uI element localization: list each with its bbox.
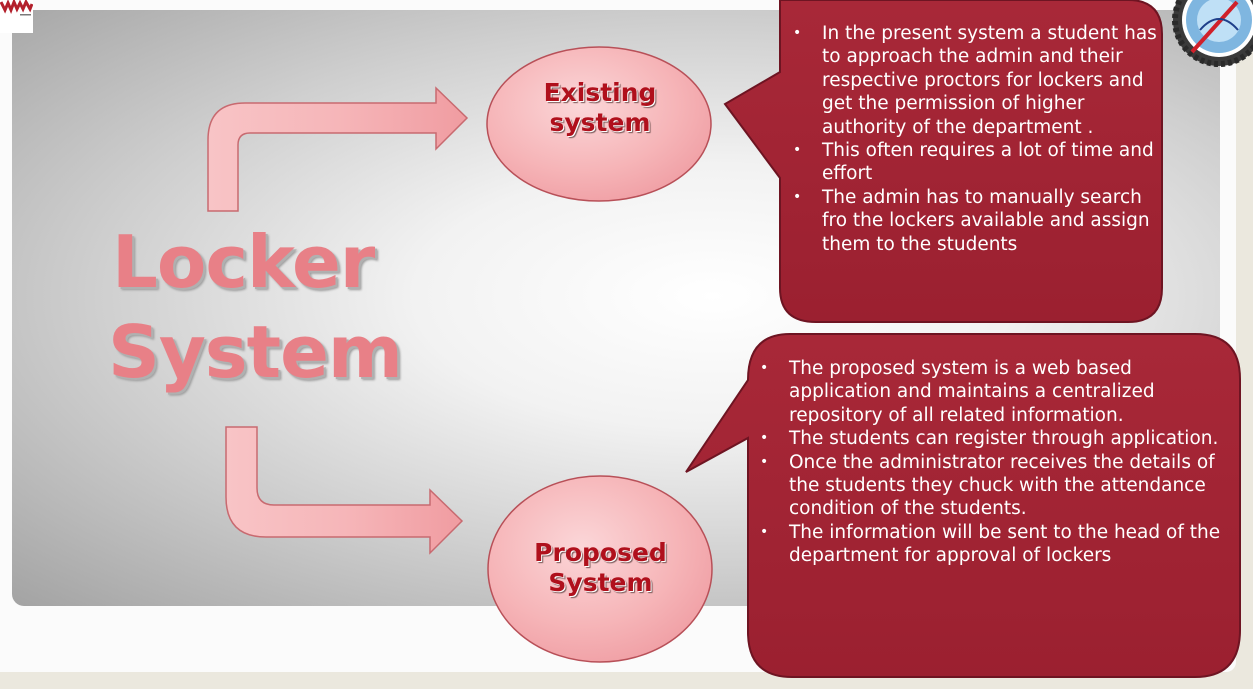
upper-bent-arrow: [207, 86, 469, 212]
existing-point: In the present system a student has to a…: [789, 22, 1161, 139]
existing-point: The admin has to manually search fro the…: [789, 186, 1161, 256]
proposed-system-label-line-2: System: [548, 568, 653, 597]
slide-title-line-1: Locker: [112, 220, 375, 304]
proposed-system-label: Proposed System: [528, 538, 673, 598]
existing-point: This often requires a lot of time and ef…: [789, 139, 1161, 186]
existing-system-label-line-1: Existing: [543, 78, 657, 107]
proposed-system-node: [487, 475, 713, 663]
proposed-point: The proposed system is a web based appli…: [756, 357, 1226, 427]
lower-bent-arrow: [225, 426, 464, 555]
existing-system-label-line-2: system: [549, 108, 651, 137]
proposed-system-points: The proposed system is a web based appli…: [756, 357, 1226, 568]
existing-system-label: Existing system: [540, 78, 660, 138]
existing-system-points: In the present system a student has to a…: [789, 22, 1161, 256]
slide-title-line-2: System: [108, 310, 403, 394]
proposed-point: The information will be sent to the head…: [756, 521, 1226, 568]
proposed-system-label-line-1: Proposed: [534, 538, 667, 567]
institution-logo-icon: [0, 0, 34, 33]
proposed-point: Once the administrator receives the deta…: [756, 451, 1226, 521]
college-emblem-icon: [1172, 0, 1253, 67]
existing-system-node: [486, 46, 712, 202]
proposed-point: The students can register through applic…: [756, 427, 1226, 451]
